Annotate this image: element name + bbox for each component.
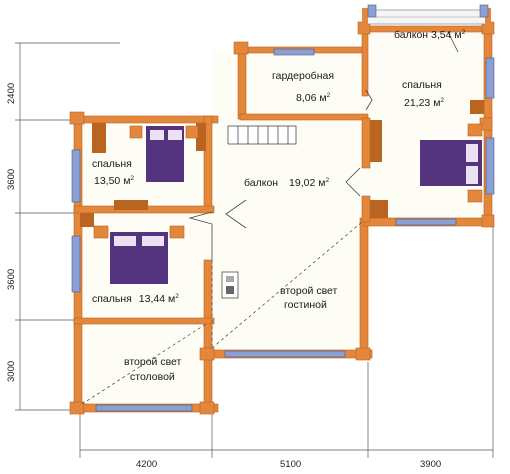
fireplace [221,271,239,299]
second-light-label: второй свет [124,356,182,368]
door-openings [188,31,459,260]
room-label: спальня 13,44 м2 [92,293,179,305]
dimension-label-left: 3600 [6,269,17,290]
dimension-label-bottom: 3900 [420,459,441,470]
room-label: балкон 19,02 м2 [244,177,329,189]
dimension-label-left: 3600 [6,169,17,190]
room-area: 13,50 м2 [94,175,134,187]
dimension-lines [15,42,494,458]
staircase [227,125,297,145]
second-light-label: гостиной [284,299,327,311]
second-light-lines [81,221,363,405]
bed-13-50 [146,126,184,182]
bed-13-44 [110,232,168,284]
room-area: 21,23 м2 [404,97,444,109]
room-label: балкон 3,54 м2 [394,29,466,41]
second-light-label: столовой [130,371,175,383]
room-area: 8,06 м2 [296,92,331,104]
room-label: спальня [92,158,132,170]
bed-21-23 [420,140,482,186]
second-light-label: второй свет [280,285,338,297]
dimension-label-left: 2400 [6,83,17,104]
balcony-railing [362,8,491,26]
windows [71,4,495,412]
room-label: гардеробная [272,70,334,82]
nightstands [93,123,483,239]
room-label: спальня [402,79,442,91]
dimension-label-left: 3000 [6,361,17,382]
dimension-label-bottom: 4200 [136,459,157,470]
dimension-label-bottom: 5100 [280,459,301,470]
door-frames [80,100,484,227]
